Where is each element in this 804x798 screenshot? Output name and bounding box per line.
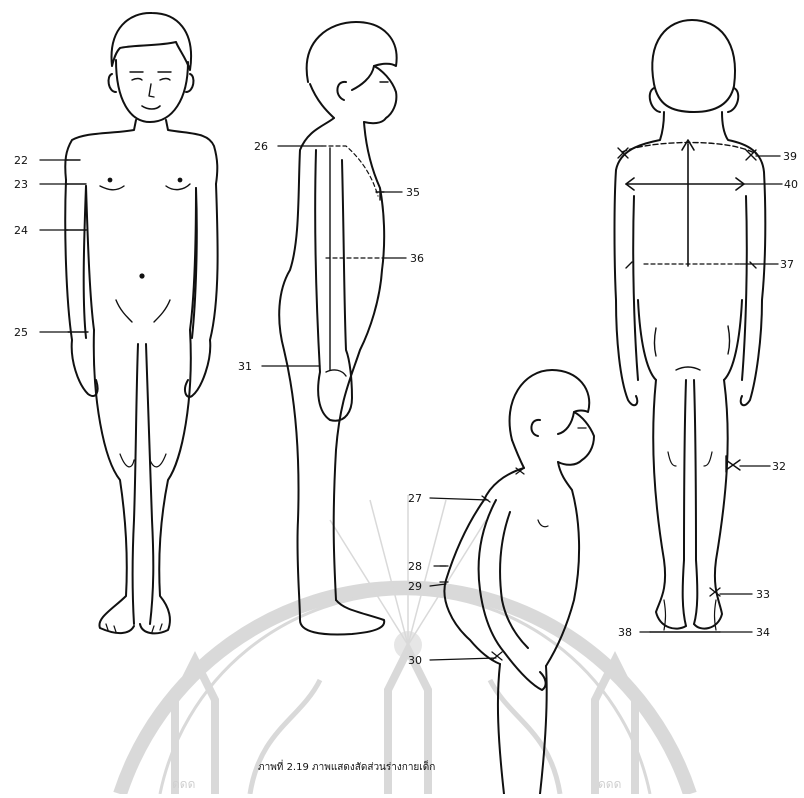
figure-caption: ภาพที่ 2.19 ภาพแสดงสัดส่วนร่างกายเด็ก: [258, 759, 435, 773]
label-37: 37: [780, 258, 794, 271]
label-29: 29: [408, 580, 422, 593]
label-32: 32: [772, 460, 786, 473]
label-40: 40: [784, 178, 798, 191]
label-39: 39: [783, 150, 797, 163]
label-30: 30: [408, 654, 422, 667]
watermark-text-left: ดดด: [172, 777, 195, 791]
back-view-labels: 39 40 37 32 33 34 38: [618, 150, 798, 639]
label-35: 35: [406, 186, 420, 199]
label-23: 23: [14, 178, 28, 191]
label-36: 36: [410, 252, 424, 265]
label-27: 27: [408, 492, 422, 505]
back-view-figure: [615, 20, 766, 632]
front-view-labels: 22 23 24 25: [14, 154, 70, 339]
front-view-figure: [65, 13, 217, 633]
label-24: 24: [14, 224, 28, 237]
side-view-figure: [279, 22, 396, 634]
label-26: 26: [254, 140, 268, 153]
label-22: 22: [14, 154, 28, 167]
label-28: 28: [408, 560, 422, 573]
label-34: 34: [756, 626, 770, 639]
watermark-text-right: ดดด: [598, 777, 621, 791]
label-33: 33: [756, 588, 770, 601]
label-25: 25: [14, 326, 28, 339]
label-31: 31: [238, 360, 252, 373]
side-view-labels: 26 35 36 31: [238, 140, 424, 373]
label-38: 38: [618, 626, 632, 639]
bent-arm-figure: [440, 370, 594, 794]
watermark-seal: ดดด ดดด: [120, 495, 690, 794]
